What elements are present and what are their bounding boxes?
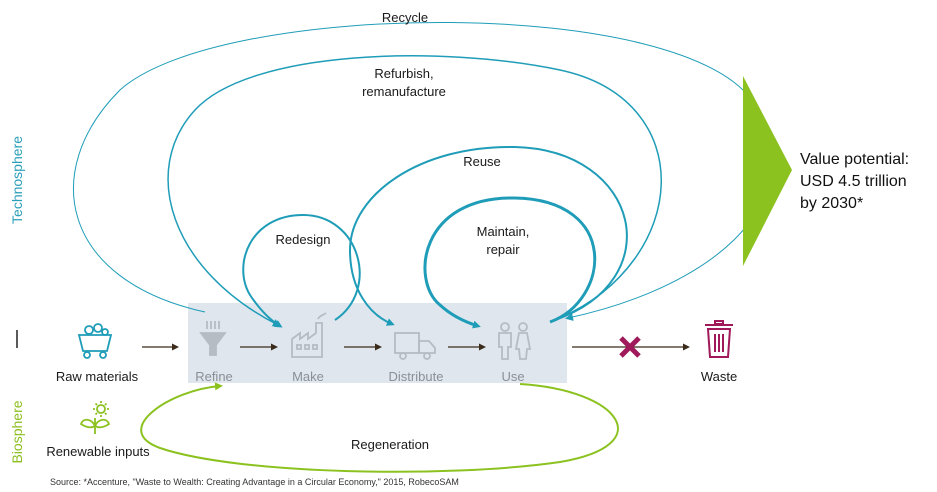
factory-icon <box>291 312 327 358</box>
regeneration-loop <box>140 382 619 473</box>
maintain-loop <box>423 196 597 329</box>
reuse-label: Reuse <box>463 154 501 169</box>
people-icon <box>498 322 532 360</box>
redesign-label: Redesign <box>276 232 331 247</box>
redesign-loop <box>242 213 361 328</box>
distribute-label: Distribute <box>389 369 444 384</box>
biosphere-label: Biosphere <box>9 400 25 463</box>
use-label: Use <box>501 369 524 384</box>
refurbish-label-line1: Refurbish, <box>374 66 433 81</box>
funnel-icon <box>199 321 227 356</box>
make-label: Make <box>292 369 324 384</box>
regeneration-label: Regeneration <box>351 437 429 452</box>
renewable-plant-icon <box>79 401 111 434</box>
refine-label: Refine <box>195 369 233 384</box>
renewable-inputs-label: Renewable inputs <box>46 444 150 459</box>
technosphere-label: Technosphere <box>9 136 25 224</box>
value-arrow <box>743 76 792 266</box>
raw-materials-label: Raw materials <box>56 369 139 384</box>
maintain-label-line1: Maintain, <box>477 224 530 239</box>
recycle-label: Recycle <box>382 10 428 25</box>
trash-can-icon <box>705 320 733 358</box>
refurbish-loop <box>167 55 662 327</box>
value-line3: by 2030* <box>800 195 863 212</box>
value-line1: Value potential: <box>800 151 909 168</box>
maintain-label-line2: repair <box>486 242 520 257</box>
value-line2: USD 4.5 trillion <box>800 173 907 190</box>
truck-icon <box>394 332 436 360</box>
cross-icon <box>619 336 641 358</box>
source-note: Source: *Accenture, "Waste to Wealth: Cr… <box>50 477 459 487</box>
mine-cart-icon <box>77 323 113 359</box>
refurbish-label-line2: remanufacture <box>362 84 446 99</box>
reuse-loop <box>348 145 628 326</box>
waste-label: Waste <box>701 369 737 384</box>
